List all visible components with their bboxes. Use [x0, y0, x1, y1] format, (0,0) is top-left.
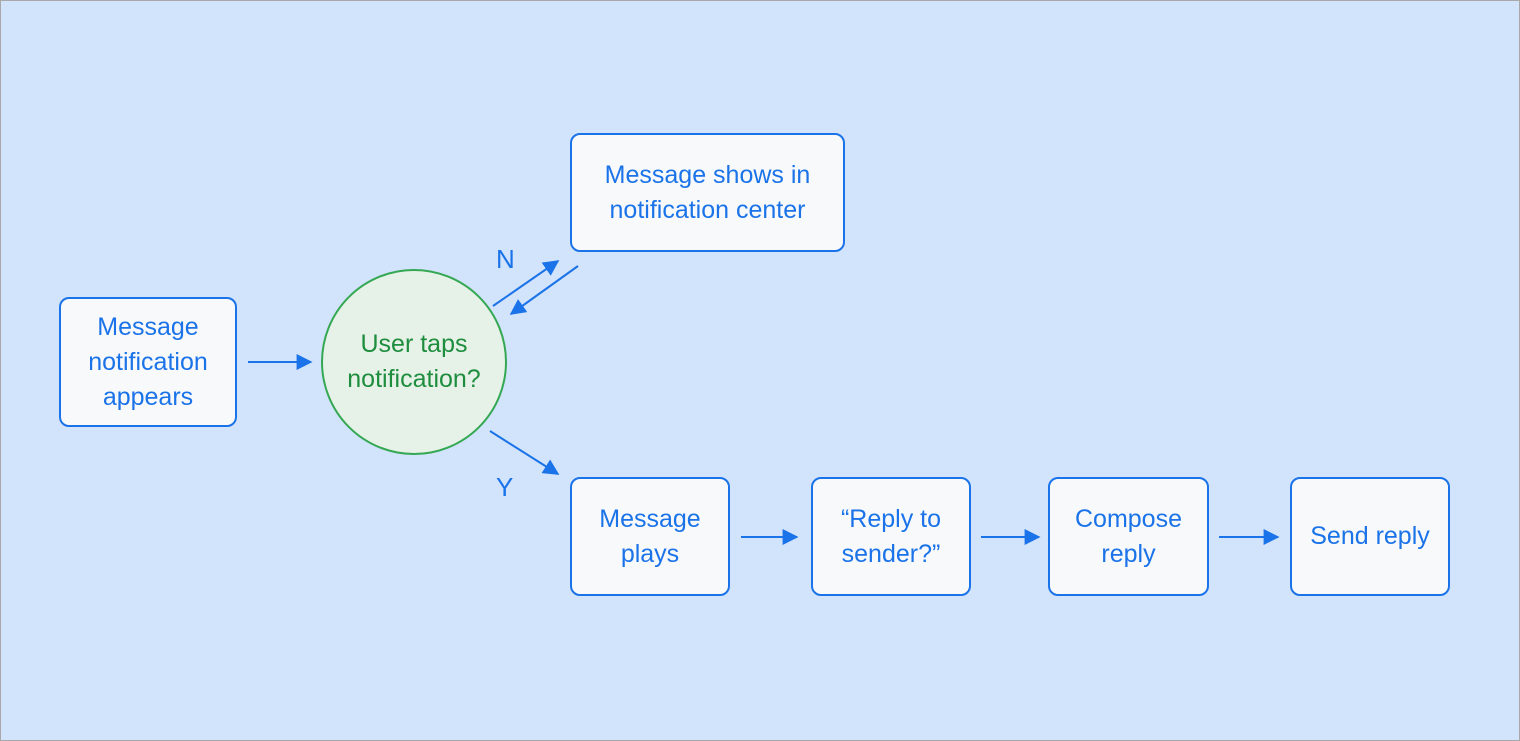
node-label: Send reply [1310, 522, 1430, 550]
node-reply-to-sender: “Reply to sender?” [811, 477, 971, 596]
decision-user-taps-notification: User taps notification? [321, 269, 507, 455]
node-compose-reply: Compose reply [1048, 477, 1209, 596]
node-send-reply: Send reply [1290, 477, 1450, 596]
node-label: Message shows in notification center [604, 160, 811, 224]
node-label: Message notification appears [88, 312, 208, 411]
node-label: User taps notification? [347, 330, 481, 393]
arrow-decision-to-message-plays [489, 430, 560, 475]
node-label: Message plays [599, 504, 701, 568]
node-message-notification-appears: Message notification appears [59, 297, 237, 427]
node-message-shows-in-notification-center: Message shows in notification center [570, 133, 845, 252]
edge-label-no: N [496, 244, 515, 274]
edge-label-yes: Y [496, 472, 514, 502]
node-label: Compose reply [1075, 504, 1182, 568]
node-message-plays: Message plays [570, 477, 730, 596]
node-label: “Reply to sender?” [840, 504, 942, 568]
arrow-notification-center-to-decision [509, 265, 579, 315]
